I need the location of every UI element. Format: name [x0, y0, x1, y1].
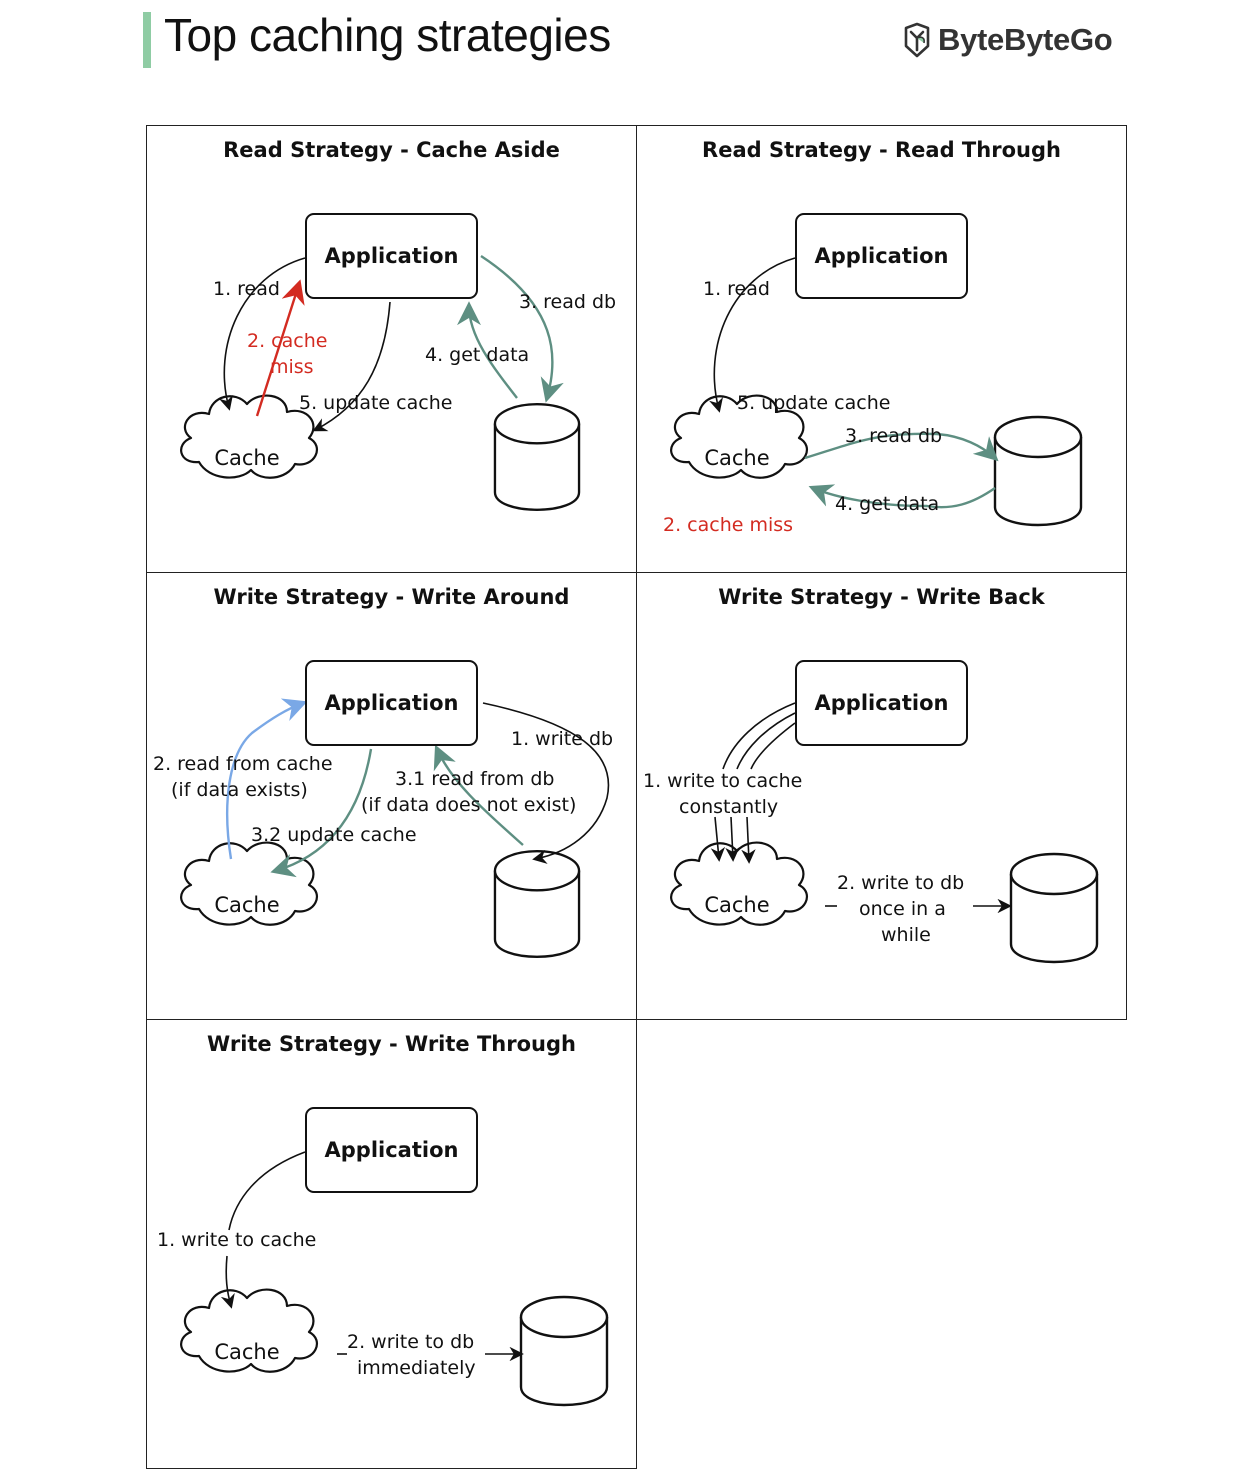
cache-aside-diagram — [180, 254, 581, 512]
database-icon — [493, 849, 581, 959]
read-through-diagram — [670, 257, 1083, 527]
cache-label: Cache — [214, 446, 280, 470]
database-icon — [1009, 852, 1099, 964]
arrow-write-line-2 — [736, 712, 796, 770]
arrow-read-db — [804, 432, 999, 462]
database-icon — [493, 402, 581, 512]
brand-logo: ByteByteGo — [902, 18, 1113, 62]
step-5-update-cache: 5. update cache — [737, 392, 891, 414]
step-3-2-update-cache: 3.2 update cache — [251, 824, 417, 846]
title-accent-bar — [143, 12, 151, 68]
step-2-immediately: immediately — [357, 1357, 476, 1379]
arrow-read-from-cache — [226, 698, 308, 860]
step-2-miss: miss — [270, 356, 314, 378]
arrow-write-cache-tail — [228, 1151, 306, 1231]
arrow-read — [219, 257, 306, 411]
write-back-diagram — [670, 702, 1099, 964]
application-box: Application — [305, 1107, 478, 1193]
arrow-write-line-1 — [722, 702, 796, 770]
step-1-constantly: constantly — [679, 796, 779, 818]
panel-title: Write Strategy - Write Through — [207, 1032, 576, 1056]
arrow-read — [709, 257, 796, 413]
step-5-update-cache: 5. update cache — [299, 392, 453, 414]
write-around-diagram — [180, 698, 610, 959]
panel-write-through: Write Strategy - Write Through Applicati… — [146, 1019, 637, 1469]
arrow-write-line-3 — [750, 722, 796, 770]
bytebytego-logo-icon — [904, 22, 930, 58]
arrow-write-head-3 — [741, 816, 756, 864]
step-3-read-db: 3. read db — [845, 425, 943, 447]
panel-title: Read Strategy - Cache Aside — [223, 138, 560, 162]
step-2-write-to-db: 2. write to db — [347, 1331, 475, 1353]
page-title: Top caching strategies — [164, 9, 611, 61]
arrow-get-data — [457, 301, 518, 399]
cache-label: Cache — [704, 893, 770, 917]
panel-title: Write Strategy - Write Back — [718, 585, 1045, 609]
step-3-read-db: 3. read db — [519, 291, 617, 313]
application-box: Application — [795, 660, 968, 746]
database-icon — [993, 415, 1083, 527]
arrow-write-cache-head — [220, 1255, 235, 1309]
arrow-read-from-db — [433, 744, 524, 846]
step-2-write-to-db: 2. write to db — [837, 872, 965, 894]
database-icon — [519, 1295, 609, 1407]
panel-title: Write Strategy - Write Around — [213, 585, 570, 609]
step-2-once-in-a: once in a — [859, 898, 946, 920]
step-2-while: while — [881, 924, 931, 946]
panel-cache-aside: Read Strategy - Cache Aside Application … — [146, 125, 637, 573]
arrow-write-head-2 — [725, 816, 740, 862]
application-box: Application — [305, 213, 478, 299]
step-1-read: 1. read — [703, 278, 770, 300]
panel-read-through: Read Strategy - Read Through Application… — [636, 125, 1127, 573]
step-1-write-db: 1. write db — [511, 728, 614, 750]
arrow-write-db — [482, 702, 610, 864]
step-1-write-to-cache: 1. write to cache — [157, 1229, 317, 1251]
arrow-update-cache — [312, 301, 391, 432]
step-1-write-to-cache: 1. write to cache — [643, 770, 803, 792]
step-3-1-read-from-db: 3.1 read from db — [395, 768, 555, 790]
arrow-update-cache — [270, 748, 373, 878]
arrow-read-db — [480, 254, 564, 403]
arrow-cache-miss — [255, 279, 305, 417]
step-2-if-data-exists: (if data exists) — [171, 779, 308, 801]
step-1-read: 1. read — [213, 278, 280, 300]
cache-label: Cache — [214, 1340, 280, 1364]
brand-name: ByteByteGo — [938, 22, 1113, 57]
cache-label: Cache — [704, 446, 770, 470]
step-4-get-data: 4. get data — [835, 493, 940, 515]
arrow-write-head-1 — [710, 816, 726, 862]
write-through-diagram — [180, 1151, 609, 1407]
cache-label: Cache — [214, 893, 280, 917]
panel-write-back: Write Strategy - Write Back Application … — [636, 572, 1127, 1020]
panel-title: Read Strategy - Read Through — [702, 138, 1061, 162]
step-3-1-if-not-exist: (if data does not exist) — [361, 794, 577, 816]
step-2-cache: 2. cache — [247, 330, 328, 352]
step-2-read-from-cache: 2. read from cache — [153, 753, 333, 775]
step-4-get-data: 4. get data — [425, 344, 530, 366]
arrow-get-data — [808, 484, 996, 509]
step-2-cache-miss: 2. cache miss — [663, 514, 794, 536]
application-box: Application — [305, 660, 478, 746]
application-box: Application — [795, 213, 968, 299]
panel-write-around: Write Strategy - Write Around Applicatio… — [146, 572, 637, 1020]
